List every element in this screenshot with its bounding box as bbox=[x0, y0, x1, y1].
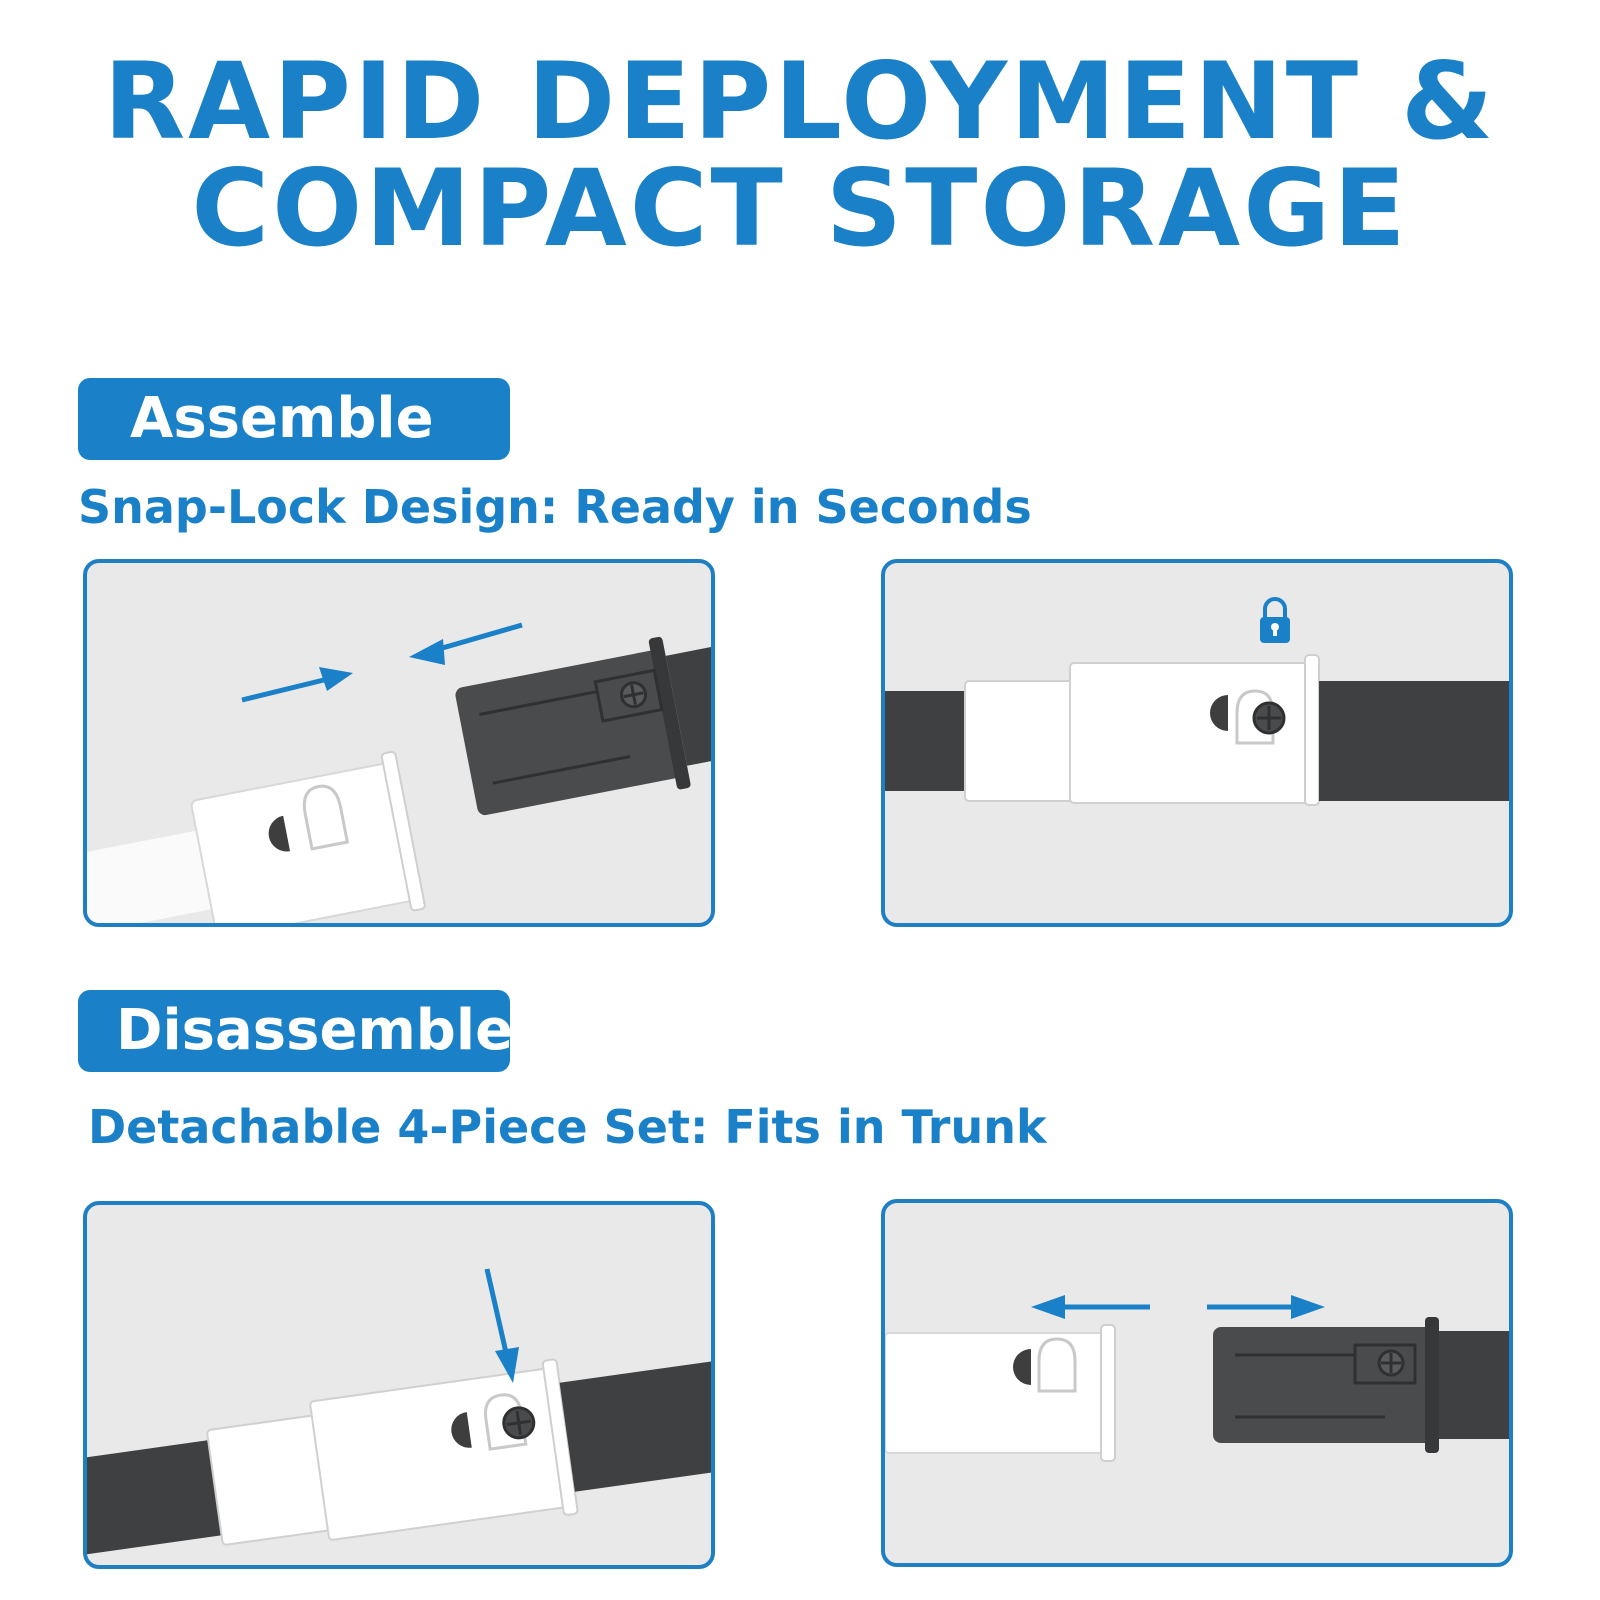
headline-line-1: RAPID DEPLOYMENT & bbox=[103, 40, 1497, 163]
snap-clip bbox=[1037, 1337, 1077, 1393]
assemble-subtitle: Snap-Lock Design: Ready in Seconds bbox=[78, 480, 1032, 534]
assemble-step-2-image bbox=[881, 559, 1513, 927]
arrow-right-icon bbox=[1207, 1295, 1325, 1319]
arrow-left-icon bbox=[1031, 1295, 1150, 1319]
dark-connector bbox=[455, 650, 684, 816]
white-connector bbox=[206, 1414, 333, 1546]
dark-pole-segment bbox=[665, 632, 711, 766]
white-connector bbox=[190, 763, 414, 923]
assemble-badge: Assemble bbox=[78, 378, 510, 460]
dark-pole-segment bbox=[87, 1438, 234, 1558]
disassemble-subtitle: Detachable 4-Piece Set: Fits in Trunk bbox=[88, 1100, 1047, 1154]
lock-hole bbox=[268, 815, 291, 852]
lock-icon bbox=[1260, 597, 1290, 643]
snap-clip bbox=[302, 784, 350, 851]
lock-hole bbox=[1210, 695, 1228, 731]
disassemble-step-2-image bbox=[881, 1199, 1513, 1567]
white-connector bbox=[964, 680, 1076, 802]
dark-pole-segment bbox=[559, 1354, 711, 1492]
assemble-step-1-image bbox=[83, 559, 715, 927]
headline-line-2: COMPACT STORAGE bbox=[191, 147, 1409, 270]
dark-pole-segment bbox=[1319, 681, 1509, 801]
arrow-right-icon bbox=[241, 667, 353, 703]
lock-hole bbox=[451, 1411, 472, 1448]
dark-pole-segment bbox=[885, 691, 975, 791]
disassemble-badge: Disassemble bbox=[78, 990, 513, 1072]
dark-pole-segment bbox=[1439, 1331, 1509, 1439]
disassemble-step-1-image bbox=[83, 1201, 715, 1569]
lock-hole bbox=[1013, 1349, 1031, 1385]
white-pole-segment bbox=[87, 830, 212, 923]
arrow-left-icon bbox=[409, 622, 523, 665]
arrow-down-icon bbox=[484, 1268, 519, 1383]
